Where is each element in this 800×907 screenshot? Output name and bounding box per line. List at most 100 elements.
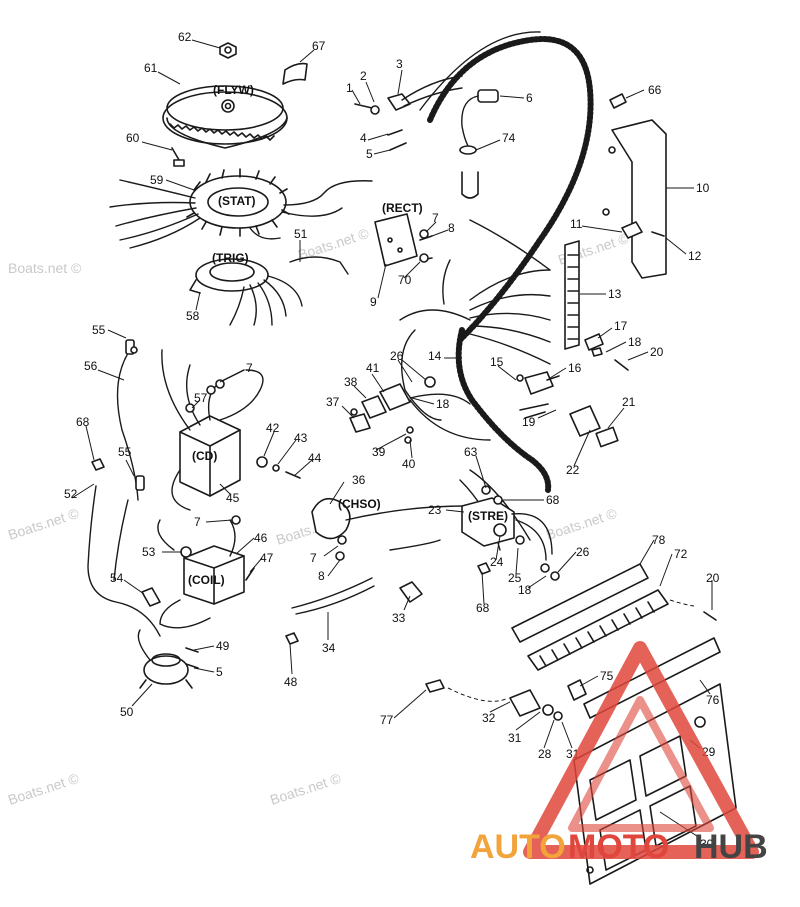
stator: (STAT) [186,168,290,237]
callout: 57 [194,391,208,405]
flywheel-key [282,62,308,85]
wire-51 [289,256,349,275]
callout: 37 [326,395,340,409]
callout: 74 [502,131,516,145]
chso: (CHSO) [311,497,467,540]
callout: 62 [178,30,192,44]
callout: 9 [370,295,377,309]
callout: 58 [186,309,200,323]
callout: 28 [538,747,552,761]
label-rect: (RECT) [382,201,423,215]
callout: 61 [144,61,158,75]
plate-78 [511,563,649,643]
callout: 55 [118,445,132,459]
screw-60 [171,147,185,167]
callout: 68 [76,415,90,429]
leads-34 [291,539,441,615]
brand-inner-triangle-icon [568,696,714,832]
callout: 46 [254,531,268,545]
callout: 18 [436,397,450,411]
callout: 7 [310,551,317,565]
callout: 23 [428,503,442,517]
boot-54 [141,587,161,607]
spark-plug-lead [461,89,499,147]
callout: 68 [476,601,490,615]
callout: 10 [696,181,710,195]
bracket-10 [602,93,667,279]
clamp-33 [399,581,423,603]
callout: 26 [390,349,404,363]
callout: 76 [706,693,720,707]
callout: 78 [652,533,666,547]
callout: 70 [398,273,412,287]
leader-lines [71,39,713,839]
callout: 18 [628,335,642,349]
callout: 3 [396,57,403,71]
callout: 16 [568,361,582,375]
callout: 41 [366,361,380,375]
callout: 38 [344,375,358,389]
callout: 75 [600,669,614,683]
callout: 1 [346,81,353,95]
callout: 68 [546,493,560,507]
brand-text-moto: MOTO [568,828,669,866]
callout: 63 [464,445,478,459]
callout: 44 [308,451,322,465]
callout: 55 [92,323,106,337]
callout: 6 [526,91,533,105]
callout: 20 [650,345,664,359]
hardware-1-5 [354,75,463,151]
brand-text-hub: HUB [694,828,768,866]
cd-module: (CD) [161,349,264,511]
callout: 31 [508,731,522,745]
callout: 52 [64,487,78,501]
item-74 [459,145,479,199]
callout: 50 [120,705,134,719]
terminal-block-13 [564,240,580,350]
screw-20 [614,359,629,371]
callout: 43 [294,431,308,445]
callout: 45 [226,491,240,505]
callout: 17 [614,319,628,333]
lead-52b [113,499,129,581]
callout: 34 [322,641,336,655]
solenoid-50 [137,629,193,689]
starter-relay: (STRE) [461,497,560,581]
boot-55b [135,475,145,491]
label-coil: (COIL) [188,573,225,587]
callout: 26 [576,545,590,559]
label-flyw: (FLYW) [213,83,254,97]
brand-triangle-icon [523,641,759,859]
watermark: Boats.net © [544,505,619,543]
callout: 7 [246,361,253,375]
lead-56 [116,349,139,501]
callout: 51 [294,227,308,241]
callout: 20 [706,571,720,585]
connector-75 [567,679,587,701]
brand-logo: AUTO MOTO HUB [470,641,768,866]
callout: 14 [428,349,442,363]
callout: 7 [432,211,439,225]
callout: 2 [360,69,367,83]
flywheel: (FLYW) [162,83,288,149]
label-chso: (CHSO) [338,497,381,511]
callout: 60 [126,131,140,145]
callout: 12 [688,249,702,263]
switch-16 [519,371,619,448]
callout: 66 [648,83,662,97]
callout: 7 [194,515,201,529]
ignition-coil: (COIL) [157,519,245,629]
trigger: (TRIG) [189,251,303,326]
callout: 24 [490,555,504,569]
watermark: Boats.net © [268,770,343,808]
watermark: Boats.net © [6,770,81,808]
callout: 5 [366,147,373,161]
callout: 48 [284,675,298,689]
callout: 77 [380,713,394,727]
callout: 11 [570,217,583,231]
callout: 42 [266,421,280,435]
main-harness [399,31,594,551]
callout: 21 [622,395,636,409]
callout: 67 [312,39,326,53]
